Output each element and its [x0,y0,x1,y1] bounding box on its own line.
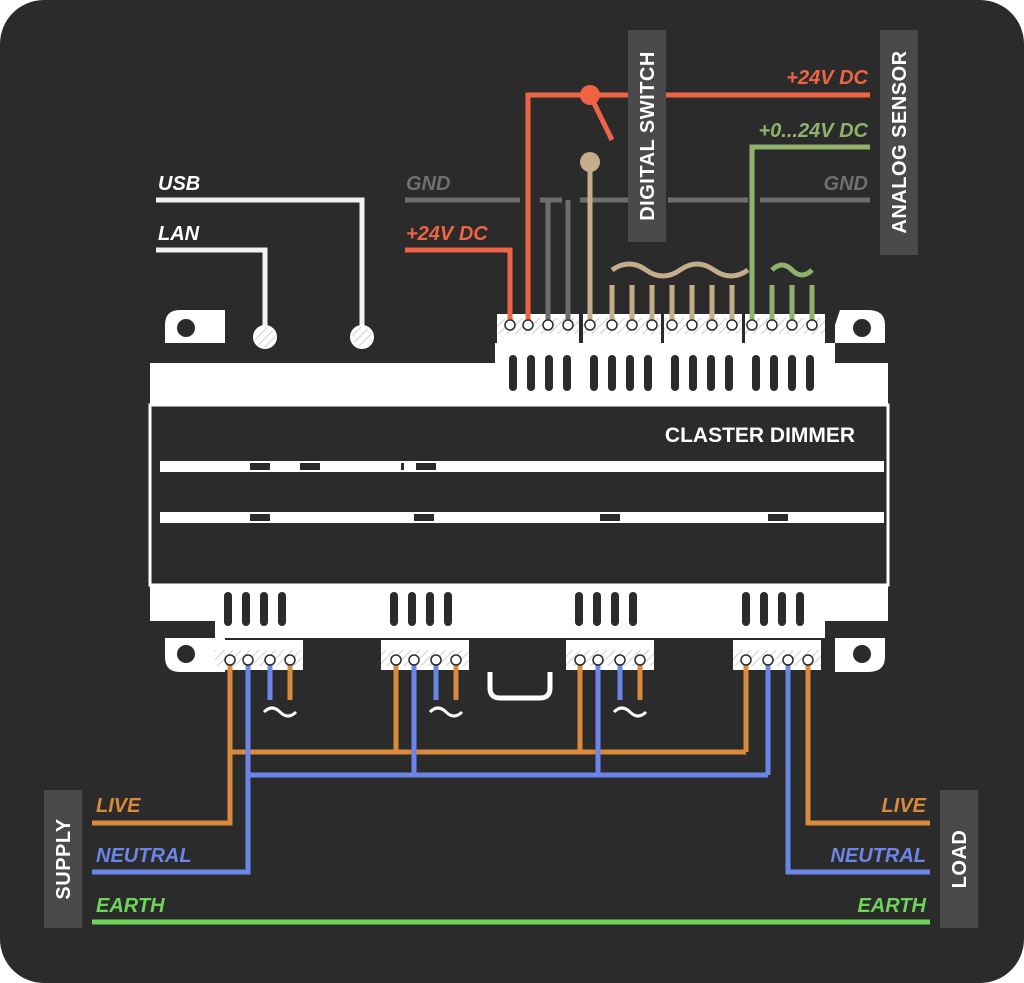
supply-live-label: LIVE [96,795,141,817]
bottom-vents [224,592,804,626]
analog-range-label: +0...24V DC [758,120,868,142]
claster-dimmer-device: CLASTER DIMMER [148,310,890,701]
analog-sensor-box [880,30,918,255]
device-name: CLASTER DIMMER [665,424,855,447]
top-vents [509,355,814,391]
lan-port-icon [253,325,277,349]
gnd-left-label: GND [406,173,450,195]
live-bus-wires [92,660,930,826]
dc24-left-label: +24V DC [406,223,488,245]
supply-box [44,790,82,928]
dc24-right-label: +24V DC [786,67,868,89]
load-neutral-label: NEUTRAL [830,845,926,867]
usb-port-icon [350,325,374,349]
supply-title: SUPPLY [53,818,75,899]
lan-label: LAN [158,223,200,245]
gnd-wires [405,197,870,325]
dc-positive-left-wire [405,247,513,325]
bottom-terminal-screws [224,654,814,666]
digital-input-pins [609,261,750,325]
switch-contact-icon [587,93,615,142]
switch-terminal-icon [580,152,600,172]
usb-lan-wires [156,197,365,332]
usb-label: USB [158,173,200,195]
top-terminal-screws [504,319,818,331]
load-box [940,790,978,928]
load-live-label: LIVE [882,795,927,817]
neutral-bus-wires [92,660,930,875]
digital-switch-label: DIGITAL SWITCH [637,51,659,221]
supply-earth-label: EARTH [96,895,165,917]
digital-switch-box [628,30,666,242]
analog-input-pins [769,262,815,325]
ac-wave-icons [262,706,648,718]
dc-positive-right-wire [525,92,590,325]
analog-signal-wire [749,144,870,325]
load-earth-label: EARTH [857,895,926,917]
load-title: LOAD [949,830,971,889]
analog-sensor-label: ANALOG SENSOR [889,50,911,233]
gnd-right-label: GND [824,173,868,195]
supply-neutral-label: NEUTRAL [96,845,192,867]
